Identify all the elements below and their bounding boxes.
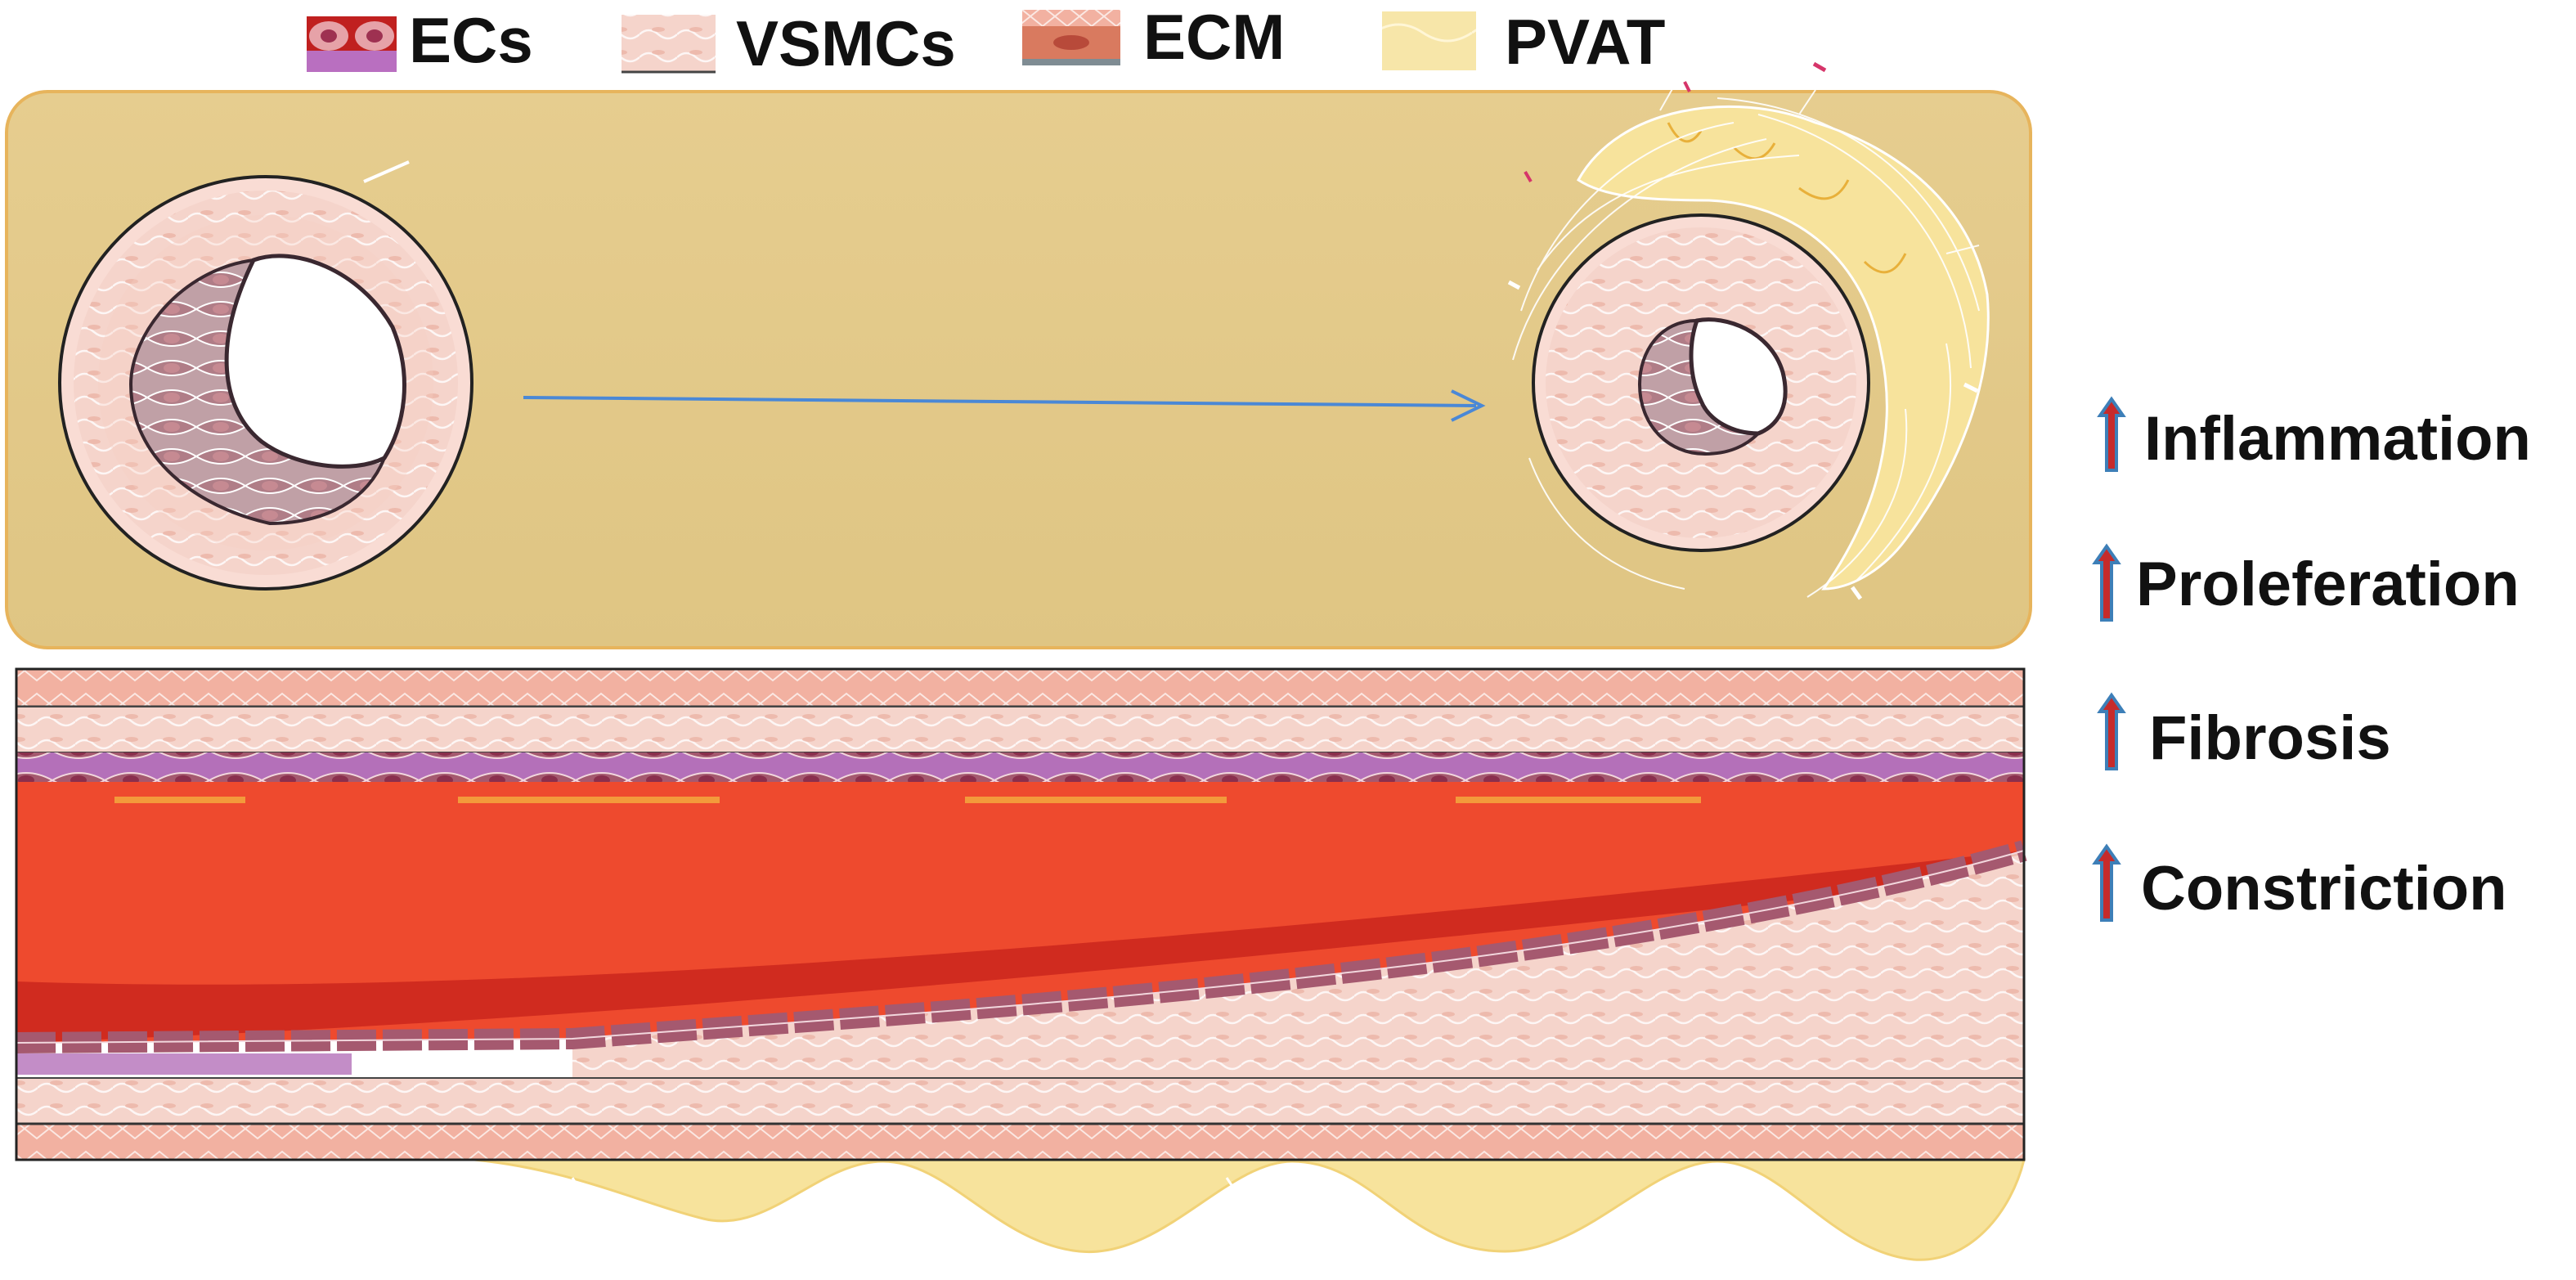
pvat-swatch-icon: [1382, 11, 1476, 70]
red-mark: [1812, 61, 1827, 73]
healthy-vessel-cross-section: [58, 175, 473, 591]
legend-item-pvat: PVAT: [1382, 6, 1665, 78]
effect-label-fibrosis: Fibrosis: [2149, 703, 2391, 773]
transition-arrow-icon: [523, 389, 1486, 422]
lumen: [16, 782, 2024, 1043]
legend-label-vsmcs: VSMCs: [736, 7, 956, 79]
pvat-bottom: [473, 1158, 2026, 1261]
effect-label-proliferation: Proleferation: [2136, 550, 2520, 619]
effect-fibrosis: Fibrosis: [2097, 692, 2391, 773]
effect-constriction: Constriction: [2092, 843, 2507, 923]
pvat-tissue: [1507, 81, 1990, 600]
vsmcs-swatch-icon: [622, 15, 716, 74]
ecs-swatch-icon: [307, 16, 397, 72]
legend-label-ecm: ECM: [1143, 1, 1285, 73]
effects-list: Inflammation Proleferation Fibrosis Cons…: [2092, 396, 2531, 923]
up-arrow-icon: [2092, 543, 2121, 622]
legend-label-ecs: ECs: [409, 4, 533, 76]
up-arrow-icon: [2097, 396, 2126, 472]
effect-label-inflammation: Inflammation: [2144, 404, 2531, 474]
ecm-swatch-icon: [1022, 10, 1120, 65]
legend-item-vsmcs: VSMCs: [622, 7, 956, 79]
effect-proliferation: Proleferation: [2092, 543, 2520, 622]
legend-label-pvat: PVAT: [1505, 6, 1665, 78]
legend-item-ecs: ECs: [307, 4, 533, 76]
up-arrow-icon: [2092, 843, 2121, 922]
remodeled-vessel-cross-section: [1507, 81, 1990, 600]
up-arrow-icon: [2097, 692, 2126, 770]
effect-inflammation: Inflammation: [2097, 396, 2531, 474]
legend-item-ecm: ECM: [1022, 1, 1285, 73]
effect-label-constriction: Constriction: [2141, 854, 2507, 923]
longitudinal-vessel-section: [15, 667, 2027, 1261]
legend: ECs VSMCs ECM PVAT: [307, 1, 1827, 79]
cross-section-panel: [5, 81, 2032, 649]
